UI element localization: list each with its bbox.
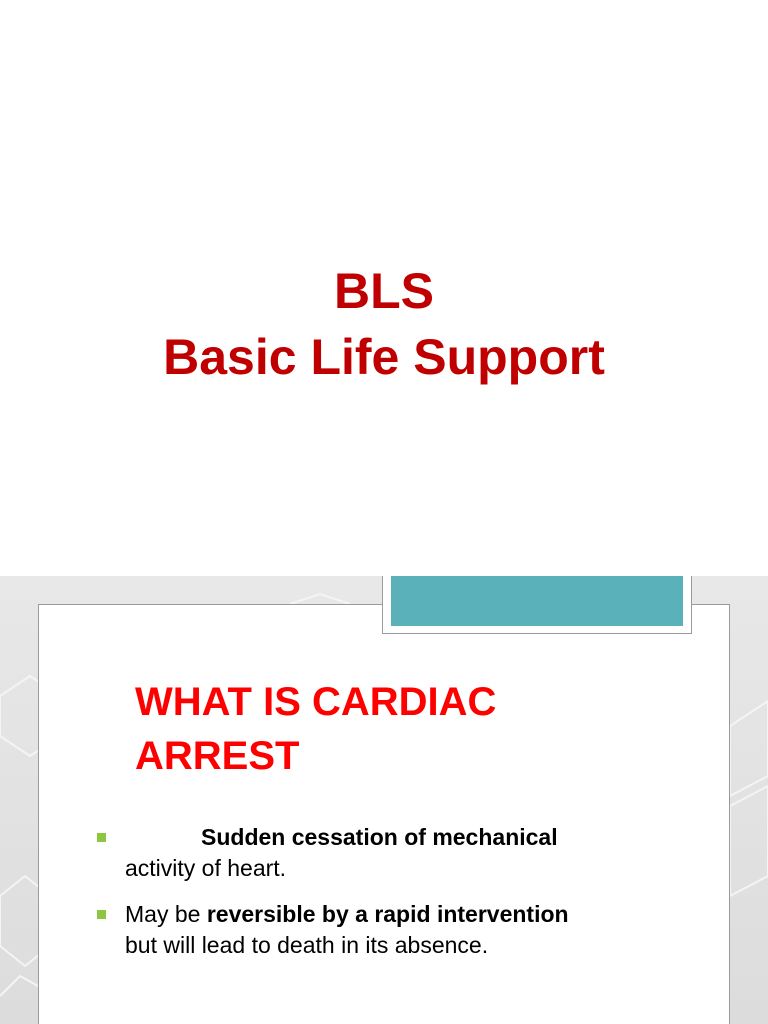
bullet-text: but will lead to death in its absence. [125,932,489,958]
title-slide: BLS Basic Life Support [0,258,768,390]
bullet-bold-text: reversible by a rapid intervention [206,901,569,927]
bullet-prefix-text: May be [125,901,207,927]
title-line-basic-life-support: Basic Life Support [163,329,605,385]
content-card: WHAT IS CARDIAC ARREST [38,604,730,1024]
bullet-item: Sudden cessation of mechanical activity … [97,822,657,884]
title-line-bls: BLS [334,263,434,319]
bullet-bold-text: Sudden cessation of mechanical [201,824,558,850]
square-bullet-icon [97,910,106,919]
content-slide: WHAT IS CARDIAC ARREST Sudden cessation … [0,576,768,1024]
heading-line-1: WHAT IS CARDIAC [135,680,497,724]
bullet-list: Sudden cessation of mechanical activity … [97,822,657,976]
bullet-text: activity of heart. [125,855,287,881]
accent-tab [382,576,692,634]
heading-line-2: ARREST [135,734,300,778]
bullet-item: May be reversible by a rapid interventio… [97,899,657,961]
square-bullet-icon [97,833,106,842]
accent-tab-fill [391,576,683,626]
slide-title: BLS Basic Life Support [0,258,768,390]
slide-heading: WHAT IS CARDIAC ARREST [135,675,655,783]
